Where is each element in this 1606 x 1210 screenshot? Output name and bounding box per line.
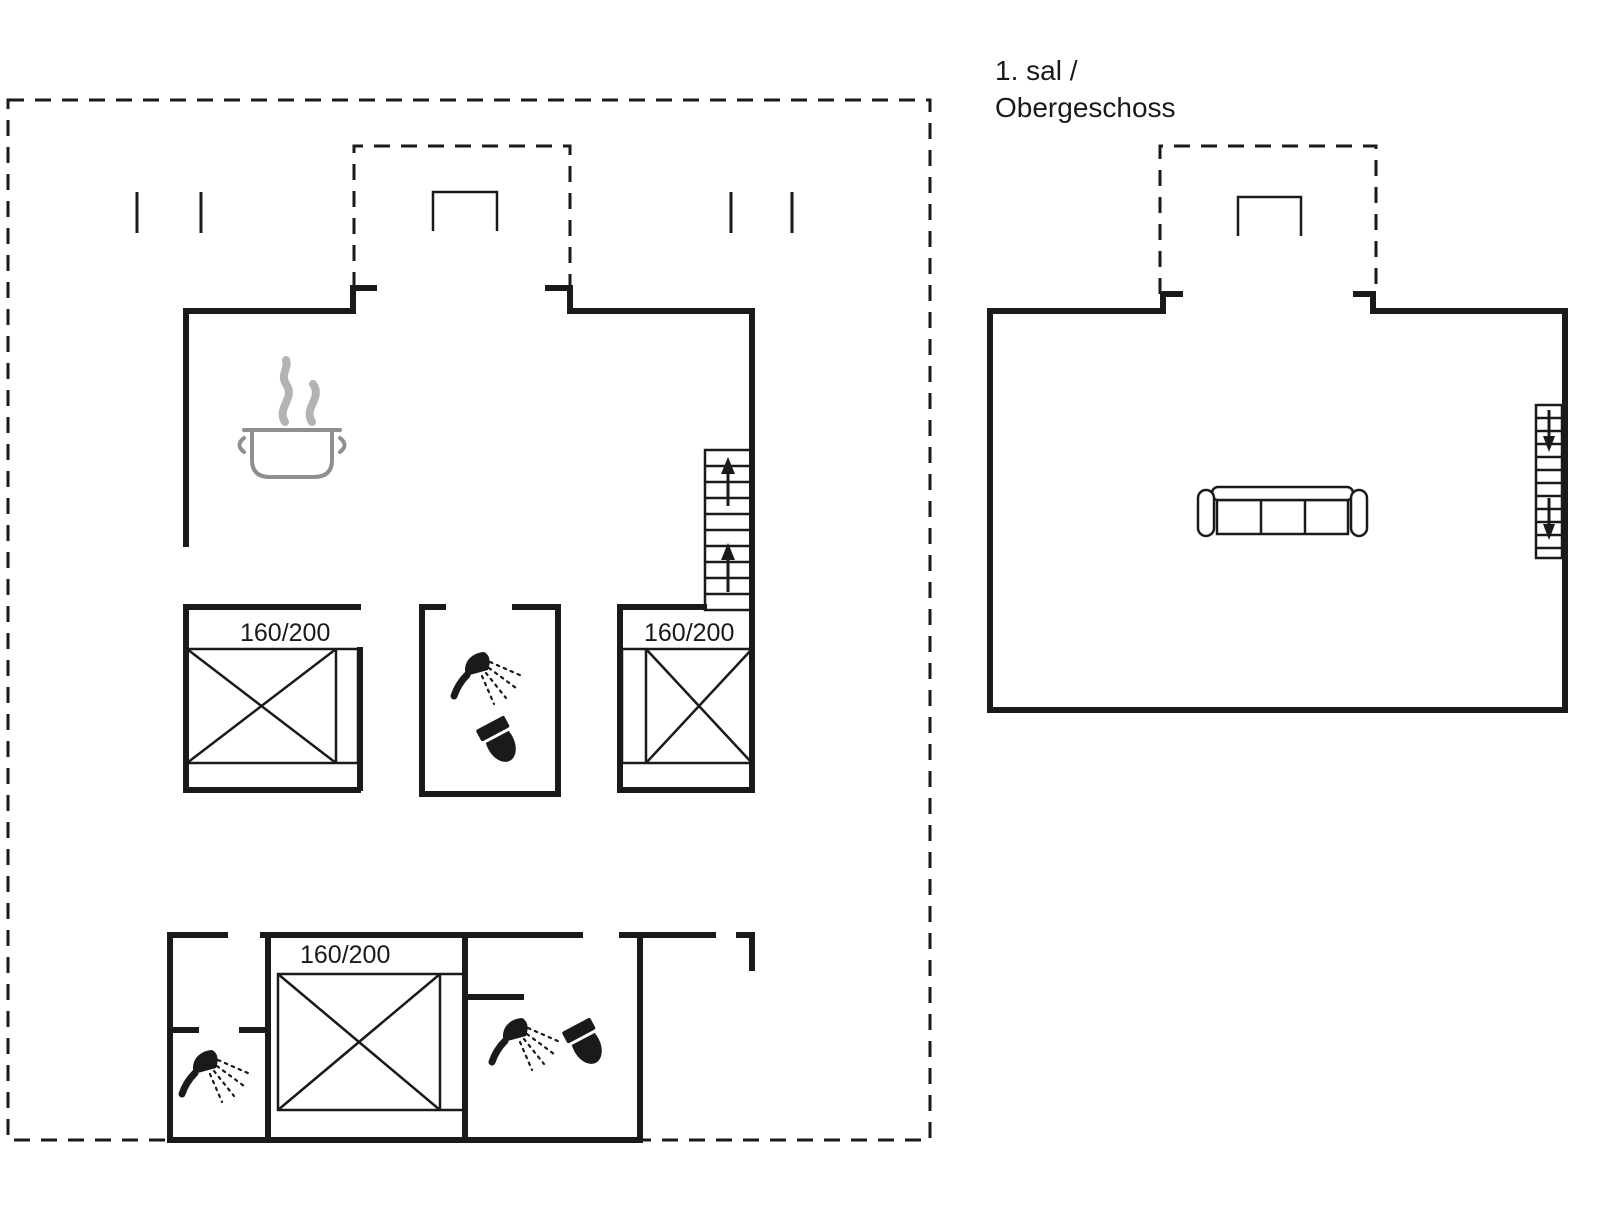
sofa-icon [1196, 485, 1369, 538]
double-bed-icon [620, 647, 754, 765]
bed-size-label: 160/200 [240, 619, 330, 647]
ground-floor-dormer-dashed [352, 144, 572, 288]
chimney-outline [1236, 195, 1303, 236]
ground-floor-boundary-dashed [6, 98, 932, 1142]
shower-icon [454, 652, 522, 704]
upper-floor-dormer-dashed [1158, 144, 1378, 294]
upper-floor-label-line2: Obergeschoss [995, 92, 1176, 123]
toilet-icon [475, 715, 525, 769]
bed-size-label: 160/200 [300, 941, 390, 969]
staircase-down-icon [1534, 403, 1564, 560]
down-arrow-icon [1543, 410, 1555, 540]
shower-icon [182, 1050, 250, 1102]
shower-icon [492, 1018, 560, 1070]
chimney-outline [431, 190, 499, 231]
bed-size-label: 160/200 [644, 619, 734, 647]
window-tick-marks [135, 192, 794, 233]
exterior-walls [987, 291, 1568, 713]
upper-floor-plan: 1. sal / Obergeschoss [987, 55, 1568, 713]
cooking-pot-icon [237, 428, 347, 479]
staircase-up-icon [703, 448, 754, 612]
up-arrow-icon [721, 457, 735, 592]
upper-floor-label-line1: 1. sal / [995, 55, 1078, 86]
double-bed-icon [276, 972, 466, 1112]
steam-icon [278, 356, 320, 426]
toilet-icon [561, 1017, 611, 1071]
ground-floor-plan: 160/200 160/200 [6, 98, 932, 1143]
double-bed-icon [185, 647, 360, 765]
